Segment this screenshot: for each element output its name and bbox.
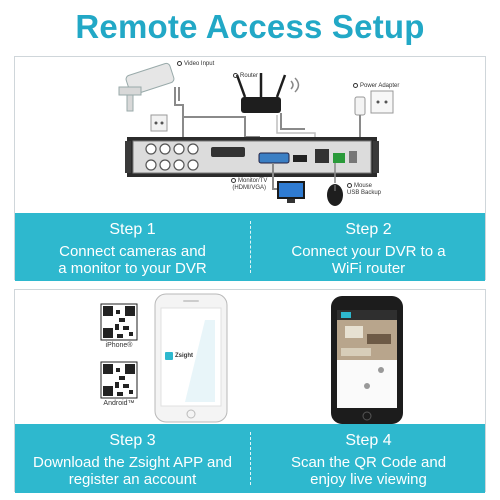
monitor-tv-label: Monitor/TV (HDMI/VGA) bbox=[231, 178, 268, 191]
band-divider bbox=[250, 432, 251, 485]
camera-icon bbox=[118, 62, 175, 112]
video-input-label: Video Input bbox=[177, 61, 214, 68]
power-adapter-icon bbox=[354, 90, 394, 116]
app-name-label: Zsight bbox=[175, 353, 193, 359]
router-icon bbox=[235, 73, 287, 113]
page-title: Remote Access Setup bbox=[75, 8, 425, 45]
wall-socket-icon bbox=[150, 114, 168, 132]
dvr-connection-diagram bbox=[118, 62, 394, 206]
phone-white bbox=[154, 293, 228, 423]
qr-code-android-icon bbox=[100, 361, 138, 399]
qr-code-iphone-icon bbox=[100, 303, 138, 341]
power-adapter-label: Power Adapter bbox=[353, 83, 399, 90]
step-4-title: Step 4 bbox=[345, 432, 392, 449]
router-label: Router bbox=[233, 73, 258, 80]
iphone-label: iPhone® bbox=[105, 342, 133, 349]
step-2-title: Step 2 bbox=[345, 221, 392, 238]
step-4: Step 4 Scan the QR Code and enjoy live v… bbox=[251, 424, 486, 488]
step-3: Step 3 Download the Zsight APP and regis… bbox=[15, 424, 250, 488]
step-1: Step 1 Connect cameras and a monitor to … bbox=[15, 213, 250, 277]
step-2-desc-1: Connect your DVR to a bbox=[291, 243, 446, 260]
band-divider bbox=[250, 221, 251, 273]
step-3-title: Step 3 bbox=[109, 432, 156, 449]
steps-band-bottom: Step 3 Download the Zsight APP and regis… bbox=[15, 424, 485, 493]
step-3-desc-1: Download the Zsight APP and bbox=[32, 454, 233, 471]
android-label: Android™ bbox=[103, 400, 135, 407]
step-1-title: Step 1 bbox=[109, 221, 156, 238]
monitor-icon bbox=[277, 181, 305, 203]
mouse-icon bbox=[327, 184, 343, 206]
setup-panel-bottom: iPhone® Android™ Zsight Step 3 Download … bbox=[14, 289, 486, 493]
step-3-desc-2: register an account bbox=[68, 471, 197, 488]
step-4-desc-2: enjoy live viewing bbox=[310, 471, 427, 488]
mouse-label: Mouse USB Backup bbox=[347, 183, 382, 196]
step-1-desc-1: Connect cameras and bbox=[59, 243, 206, 260]
app-illustration bbox=[100, 293, 403, 424]
step-1-desc-2: a monitor to your DVR bbox=[58, 260, 207, 277]
bnc-ports bbox=[145, 143, 199, 171]
step-2-desc-2: WiFi router bbox=[331, 260, 406, 277]
setup-panel-top: Video Input Router Power Adapter Monitor… bbox=[14, 56, 486, 281]
phone-black bbox=[331, 296, 403, 424]
step-4-desc-1: Scan the QR Code and bbox=[290, 454, 447, 471]
steps-band-top: Step 1 Connect cameras and a monitor to … bbox=[15, 213, 485, 281]
wifi-icon bbox=[290, 77, 300, 93]
step-2: Step 2 Connect your DVR to a WiFi router bbox=[251, 213, 486, 277]
